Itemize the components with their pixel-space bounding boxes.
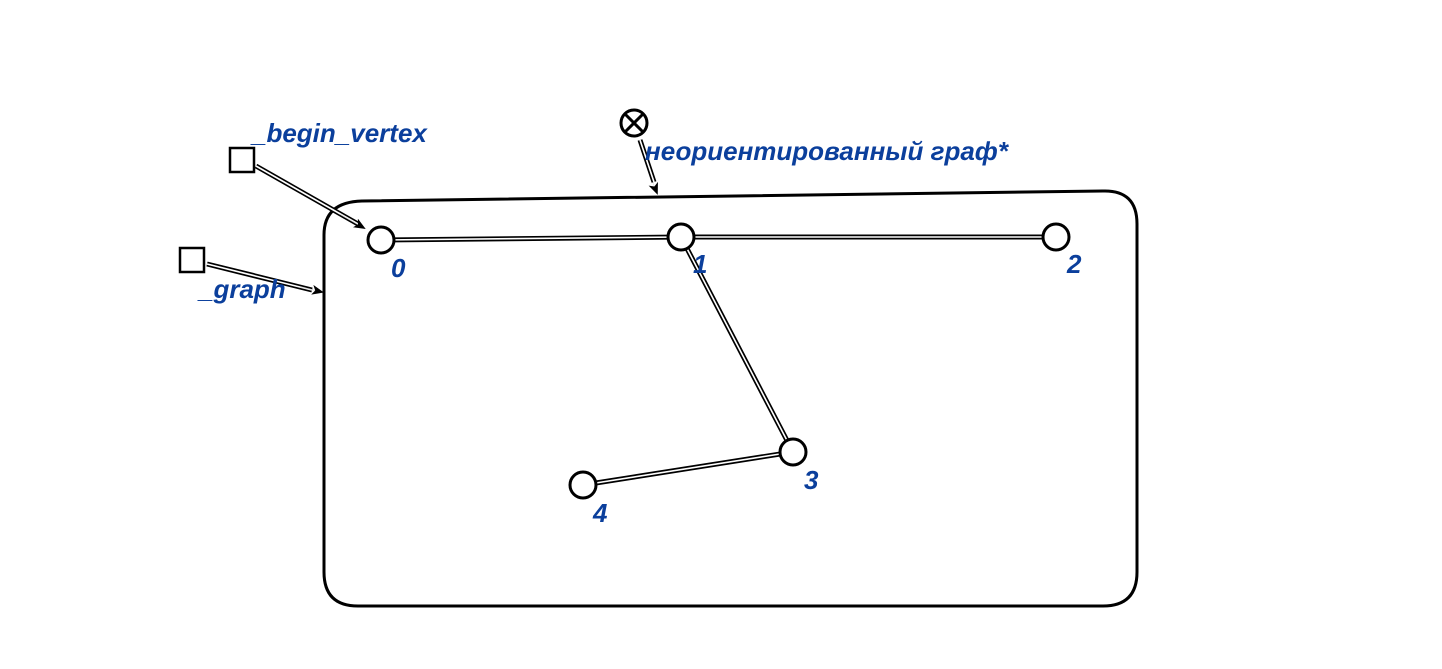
edge-v0-v1: [380, 234, 682, 243]
vertices-layer: [366, 222, 1071, 500]
square-node-icon[interactable]: [178, 246, 206, 274]
vertex-label-0: 0: [391, 253, 406, 283]
edges-layer: [380, 234, 1056, 488]
concept-label: неориентированный граф*: [645, 136, 1010, 166]
arc-graph: [206, 261, 324, 295]
vertex-node-1[interactable]: [666, 222, 696, 252]
vertex-node-2[interactable]: [1041, 222, 1071, 252]
arc-concept: [637, 139, 658, 195]
vertex-node-4[interactable]: [568, 470, 598, 500]
vertex-node-3[interactable]: [778, 437, 808, 467]
vertex-label-4: 4: [592, 498, 608, 528]
vertex-label-3: 3: [804, 465, 819, 495]
circle-times-icon[interactable]: [619, 108, 649, 138]
vertex-node-0[interactable]: [366, 225, 396, 255]
begin-vertex-label: _begin_vertex: [250, 118, 428, 148]
edge-v1-v3: [678, 235, 796, 454]
arc-begin-vertex: [254, 163, 366, 230]
graph-label: _graph: [197, 274, 286, 304]
graph-contour: [322, 189, 1139, 608]
edge-v3-v4: [582, 449, 794, 488]
vertex-label-2: 2: [1066, 249, 1082, 279]
vertex-label-1: 1: [693, 249, 707, 279]
square-node-icon[interactable]: [228, 146, 256, 174]
